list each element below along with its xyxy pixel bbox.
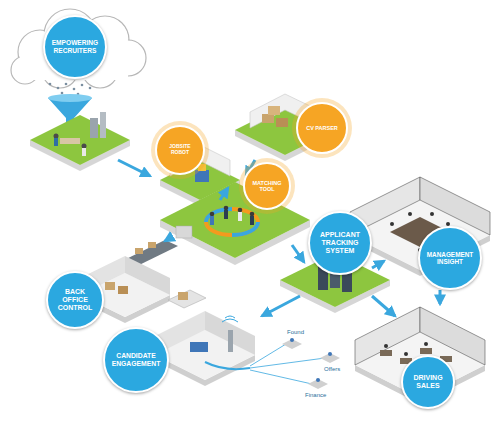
circle-label: JOBSITE ROBOT: [162, 144, 199, 156]
tool-circle: MATCHING TOOL: [243, 162, 291, 210]
circle-label: BACK OFFICE CONTROL: [54, 288, 97, 312]
item-label: Offers: [323, 366, 341, 373]
feature-circle: CANDIDATE ENGAGEMENT: [103, 327, 169, 393]
circle-label: MATCHING TOOL: [249, 180, 285, 193]
platform: [30, 112, 130, 171]
item-label: Found: [286, 329, 305, 336]
feature-circle: MANAGEMENT INSIGHT: [418, 226, 482, 290]
tool-circle: CV PARSER: [296, 102, 348, 154]
circle-label: EMPOWERING RECRUITERS: [51, 39, 98, 54]
item-label: Finance: [304, 392, 327, 399]
circle-label: DRIVING SALES: [408, 374, 448, 390]
circle-label: CANDIDATE ENGAGEMENT: [112, 352, 161, 368]
trolley: [168, 290, 206, 308]
circle-label: CV PARSER: [303, 125, 341, 131]
feature-circle: EMPOWERING RECRUITERS: [43, 15, 107, 79]
circle-label: APPLICANT TRACKING SYSTEM: [316, 231, 363, 255]
tool-circle: JOBSITE ROBOT: [155, 125, 205, 175]
cloud: [11, 9, 146, 95]
leader-lines: [250, 344, 325, 384]
feature-circle: APPLICANT TRACKING SYSTEM: [308, 211, 372, 275]
desk-icons: [282, 338, 340, 389]
room: [155, 311, 255, 386]
circle-label: MANAGEMENT INSIGHT: [426, 251, 473, 266]
feature-circle: BACK OFFICE CONTROL: [46, 271, 104, 329]
feature-circle: DRIVING SALES: [401, 355, 455, 409]
flow-arrows: [118, 160, 440, 316]
